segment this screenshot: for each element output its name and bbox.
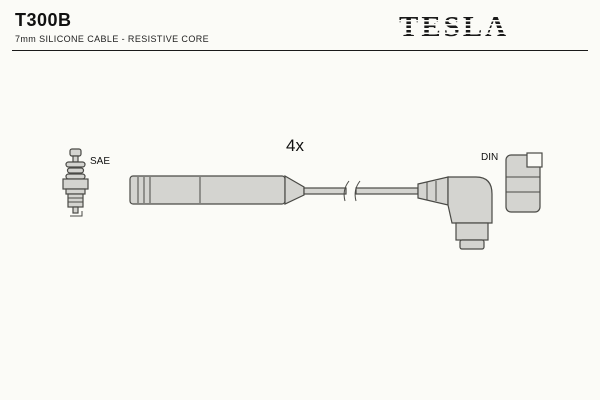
elbow-taper (417, 176, 449, 206)
elbow-boot (447, 176, 493, 224)
quantity-label: 4x (286, 136, 304, 155)
plug-end-boot (455, 222, 489, 241)
cable-right-segment (355, 187, 419, 195)
plug-ground-strap (70, 211, 83, 217)
boot-taper (284, 174, 305, 205)
header-divider (12, 50, 588, 51)
ignition-cable (129, 174, 493, 250)
spark-plug-icon (62, 148, 89, 217)
cable-left-segment (303, 187, 347, 195)
part-number: T300B (15, 10, 72, 30)
plug-end-tip (459, 239, 485, 250)
plug-stem (72, 155, 79, 163)
sae-label: SAE (90, 156, 110, 167)
break-mark (343, 180, 350, 202)
tesla-brand-logo: TESLA (399, 11, 510, 43)
part-description: 7mm SILICONE CABLE - RESISTIVE CORE (15, 34, 210, 44)
din-connector-icon (505, 152, 543, 213)
plug-thread (67, 193, 84, 208)
plug-terminal (69, 148, 82, 157)
plug-electrode (72, 206, 79, 214)
plug-shoulder (65, 188, 86, 195)
din-notch (526, 152, 543, 168)
plug-rib (65, 161, 86, 168)
din-label: DIN (481, 152, 498, 163)
din-body (505, 154, 541, 213)
plug-rib (65, 173, 86, 180)
plug-rib (66, 167, 85, 174)
straight-boot (129, 175, 286, 205)
plug-hex-nut (62, 178, 89, 190)
